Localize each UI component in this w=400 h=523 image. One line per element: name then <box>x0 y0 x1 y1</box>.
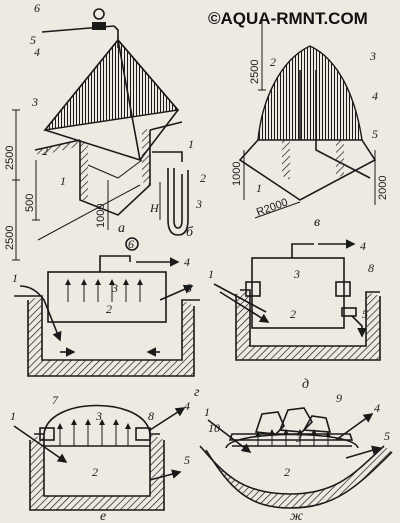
caption-g: г <box>194 385 200 400</box>
label-3: 3 <box>31 95 38 109</box>
label-5: 5 <box>30 33 36 47</box>
label-v-1: 1 <box>256 181 262 195</box>
label-1: 1 <box>60 174 66 188</box>
panel-e <box>13 404 186 511</box>
label-g-2: 2 <box>106 302 112 316</box>
label-4: 4 <box>34 45 40 59</box>
label-e-5: 5 <box>184 453 190 467</box>
dim-v-R2000: R2000 <box>255 196 290 218</box>
label-zh-5: 5 <box>384 429 390 443</box>
label-v-5: 5 <box>372 127 378 141</box>
label-v-2: 2 <box>270 55 276 69</box>
label-v-3: 3 <box>369 49 376 63</box>
dim-a-2500-bottom: 2500 <box>4 226 16 250</box>
label-zh-4: 4 <box>374 401 380 415</box>
floating-cover <box>251 257 345 329</box>
label-d-2: 2 <box>290 307 296 321</box>
watermark-text: ©AQUA-RMNT.COM <box>208 9 368 28</box>
panel-v <box>238 20 377 219</box>
label-b-1: 1 <box>188 137 194 151</box>
panel-a <box>12 8 183 261</box>
label-e-3: 3 <box>95 409 102 423</box>
caption-zh: ж <box>290 509 303 523</box>
conical-roof <box>43 38 180 131</box>
label-2: 2 <box>42 144 48 158</box>
label-e-4: 4 <box>184 399 190 413</box>
label-g-1: 1 <box>12 271 18 285</box>
panel-d <box>213 239 381 361</box>
label-zh-2: 2 <box>284 465 290 479</box>
dim-v-2500: 2500 <box>249 60 261 84</box>
label-g-4: 4 <box>184 255 190 269</box>
label-e-2: 2 <box>92 465 98 479</box>
label-g-6: 6 <box>128 237 134 251</box>
label-e-7: 7 <box>52 393 59 407</box>
panel-b <box>152 151 189 236</box>
label-zh-3: 3 <box>295 431 302 445</box>
dome <box>43 404 151 435</box>
label-zh-1: 1 <box>204 405 210 419</box>
caption-a: а <box>118 221 125 236</box>
label-b-3: 3 <box>195 197 202 211</box>
valve <box>92 22 106 30</box>
caption-d: д <box>302 377 309 392</box>
label-d-4: 4 <box>360 239 366 253</box>
label-zh-9: 9 <box>336 391 342 405</box>
label-6: 6 <box>34 1 40 15</box>
stones <box>254 407 332 435</box>
label-e-1: 1 <box>10 409 16 423</box>
dim-v-2000: 2000 <box>377 176 389 200</box>
label-g-5: 5 <box>186 281 192 295</box>
label-d-5: 5 <box>362 307 368 321</box>
label-b-2: 2 <box>200 171 206 185</box>
caption-e: е <box>100 509 106 523</box>
label-b-H: H <box>149 201 160 215</box>
vent-pipe <box>41 25 119 48</box>
caption-b: б <box>186 225 194 240</box>
panel-g <box>14 237 200 377</box>
label-d-3: 3 <box>293 267 300 281</box>
label-d-8: 8 <box>368 261 374 275</box>
label-zh-10: 10 <box>208 421 220 435</box>
label-d-1: 1 <box>208 267 214 281</box>
label-e-8: 8 <box>148 409 154 423</box>
label-g-3: 3 <box>111 281 118 295</box>
bell-dome <box>257 45 363 141</box>
label-v-4: 4 <box>372 89 378 103</box>
dim-v-1000: 1000 <box>231 162 243 186</box>
panel-zh <box>199 407 393 509</box>
dim-a-500: 500 <box>24 194 36 212</box>
dim-a-2500-top: 2500 <box>4 146 16 170</box>
vent-cap <box>93 8 105 20</box>
dim-a-1000: 1000 <box>95 204 107 228</box>
caption-v: в <box>314 215 320 230</box>
